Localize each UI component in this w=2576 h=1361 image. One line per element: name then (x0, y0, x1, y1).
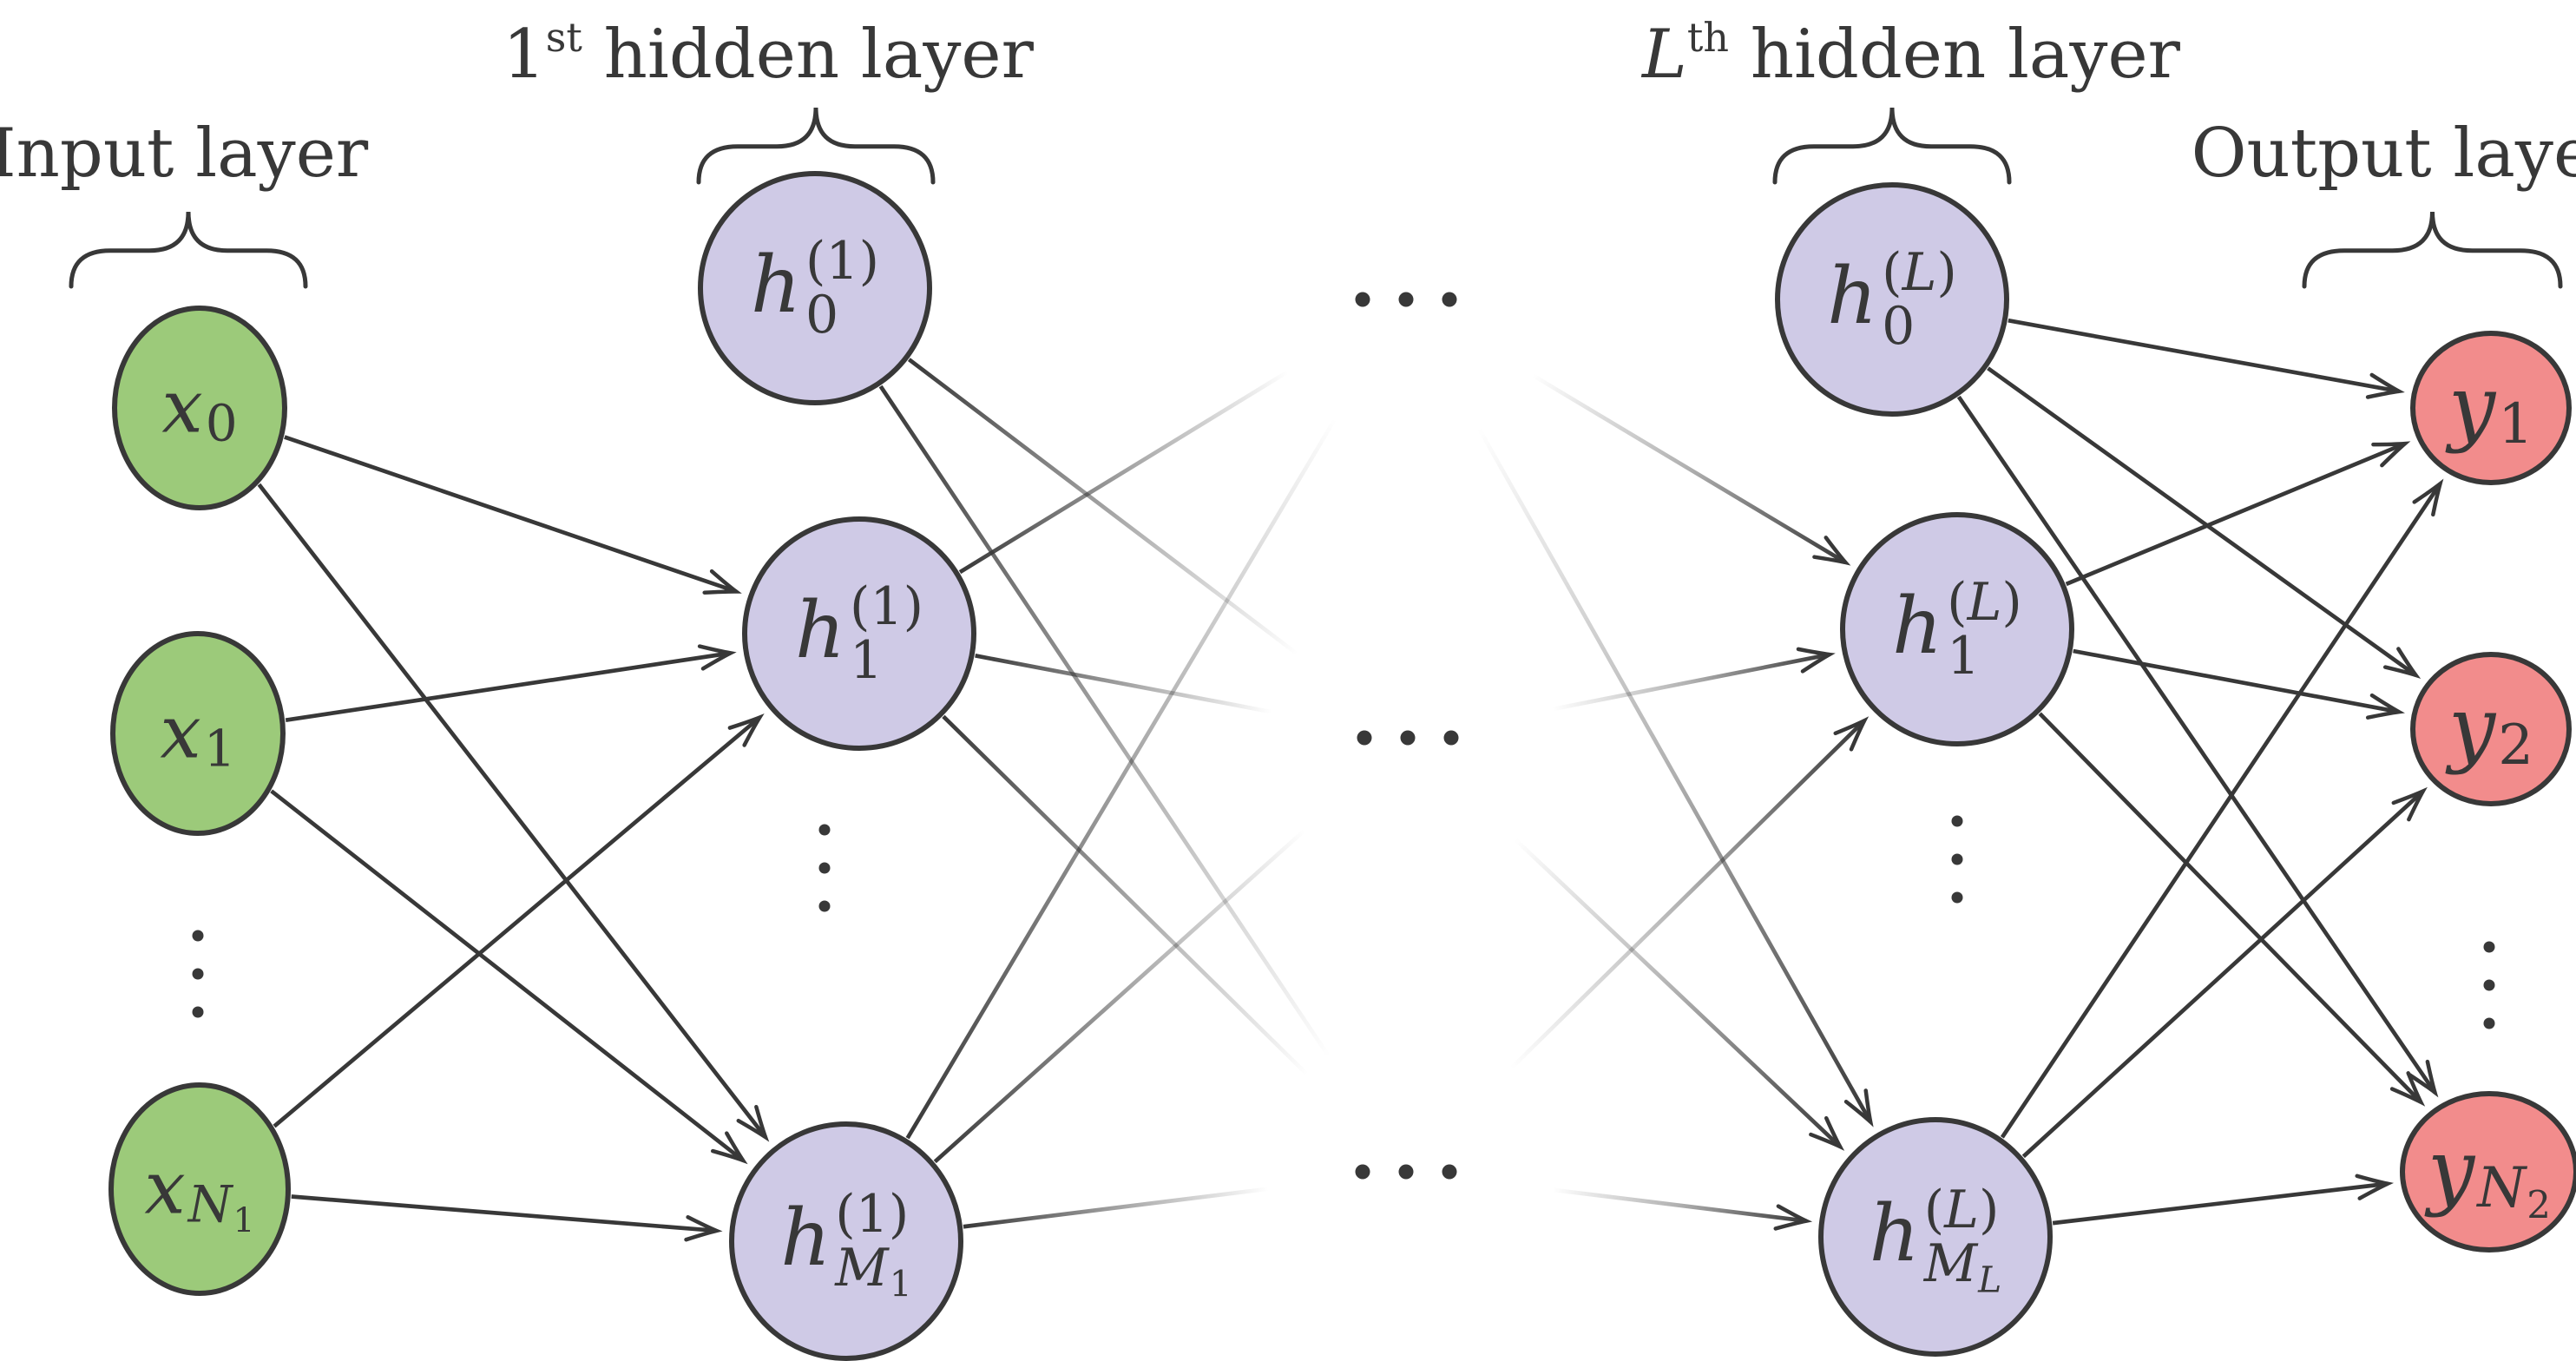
edge-between-layers-bottom-hL_M (1552, 1187, 1813, 1231)
edge-hL_M-yN2 (2052, 1174, 2395, 1226)
edge-hL_1-yN2 (2038, 712, 2426, 1107)
ellipsis-dot (1398, 1164, 1414, 1180)
edge-between-layers-top-hL_M (1476, 426, 1874, 1128)
node-y2 (2410, 652, 2572, 806)
ellipsis-dot (192, 930, 204, 942)
edge-h1_M-between-layers-bottom (963, 1187, 1269, 1229)
ellipsis-dot (818, 900, 831, 912)
edge-hL_M-y1 (2000, 478, 2444, 1139)
edge-h1_M-between-layers-top (905, 418, 1337, 1140)
hiddenL-brace (1772, 107, 2012, 185)
ellipsis-dot (2483, 1017, 2495, 1029)
edge-hL_1-y2 (2073, 648, 2405, 720)
hidden1-ellipsis (818, 824, 831, 912)
node-y1 (2410, 331, 2572, 485)
edge-between-layers-middle-hL_M (1513, 838, 1845, 1151)
between-layers-middle (1357, 730, 1459, 746)
node-h1_M (729, 1121, 963, 1361)
ellipsis-dot (1355, 1164, 1370, 1180)
ellipsis-dot (1442, 1164, 1457, 1180)
edge-x0-h1_1 (284, 435, 742, 595)
edge-xN1-h1_1 (273, 713, 765, 1128)
edge-xN1-h1_M (291, 1194, 723, 1242)
node-h1_1 (742, 516, 976, 751)
between-layers-top (1355, 292, 1457, 307)
node-hL_1 (1840, 512, 2074, 746)
edge-h1_0-between-layers-middle (907, 358, 1298, 656)
edge-between-layers-bottom-hL_1 (1509, 716, 1870, 1070)
edge-h1_1-between-layers-middle (975, 654, 1272, 714)
node-x1 (110, 631, 286, 836)
ellipsis-dot (1357, 730, 1372, 746)
output-brace (2302, 211, 2563, 289)
node-yN2 (2400, 1091, 2576, 1253)
edge-h1_M-between-layers-middle (933, 829, 1306, 1164)
edge-x1-h1_1 (285, 644, 737, 723)
ellipsis-dot (1398, 292, 1414, 307)
input-brace (69, 211, 308, 289)
node-h1_0 (698, 171, 932, 405)
ellipsis-dot (2483, 941, 2495, 953)
ellipsis-dot (1442, 292, 1457, 307)
hidden1-brace (696, 107, 936, 185)
ellipsis-dot (1951, 853, 1963, 865)
edge-hL_0-yN2 (1956, 395, 2439, 1098)
edge-between-layers-top-hL_1 (1531, 373, 1851, 566)
between-layers-bottom (1355, 1164, 1457, 1180)
edge-x1-h1_M (270, 789, 748, 1165)
edge-between-layers-middle-hL_1 (1552, 647, 1836, 712)
hiddenL-ellipsis (1951, 815, 1963, 904)
edge-h1_0-between-layers-bottom (878, 385, 1331, 1058)
ellipsis-dot (2483, 979, 2495, 991)
ellipsis-dot (818, 824, 831, 836)
ellipsis-dot (1400, 730, 1416, 746)
node-x0 (112, 306, 287, 510)
edge-x0-h1_M (257, 483, 770, 1142)
edge-hL_M-y2 (2021, 786, 2428, 1159)
input-ellipsis (192, 930, 204, 1018)
edge-h1_1-between-layers-bottom (942, 714, 1309, 1076)
ellipsis-dot (1951, 891, 1963, 904)
ellipsis-dot (1951, 815, 1963, 827)
edge-hL_0-y1 (2008, 318, 2405, 399)
ellipsis-dot (192, 968, 204, 980)
ellipsis-dot (1355, 292, 1370, 307)
edge-hL_1-y1 (2065, 441, 2411, 587)
node-xN1 (108, 1082, 291, 1296)
ellipsis-dot (1443, 730, 1459, 746)
ellipsis-dot (818, 862, 831, 874)
output-ellipsis (2483, 941, 2495, 1029)
node-hL_0 (1775, 182, 2009, 417)
node-hL_M (1818, 1117, 2053, 1357)
ellipsis-dot (192, 1006, 204, 1018)
edge-h1_1-between-layers-top (958, 370, 1289, 575)
